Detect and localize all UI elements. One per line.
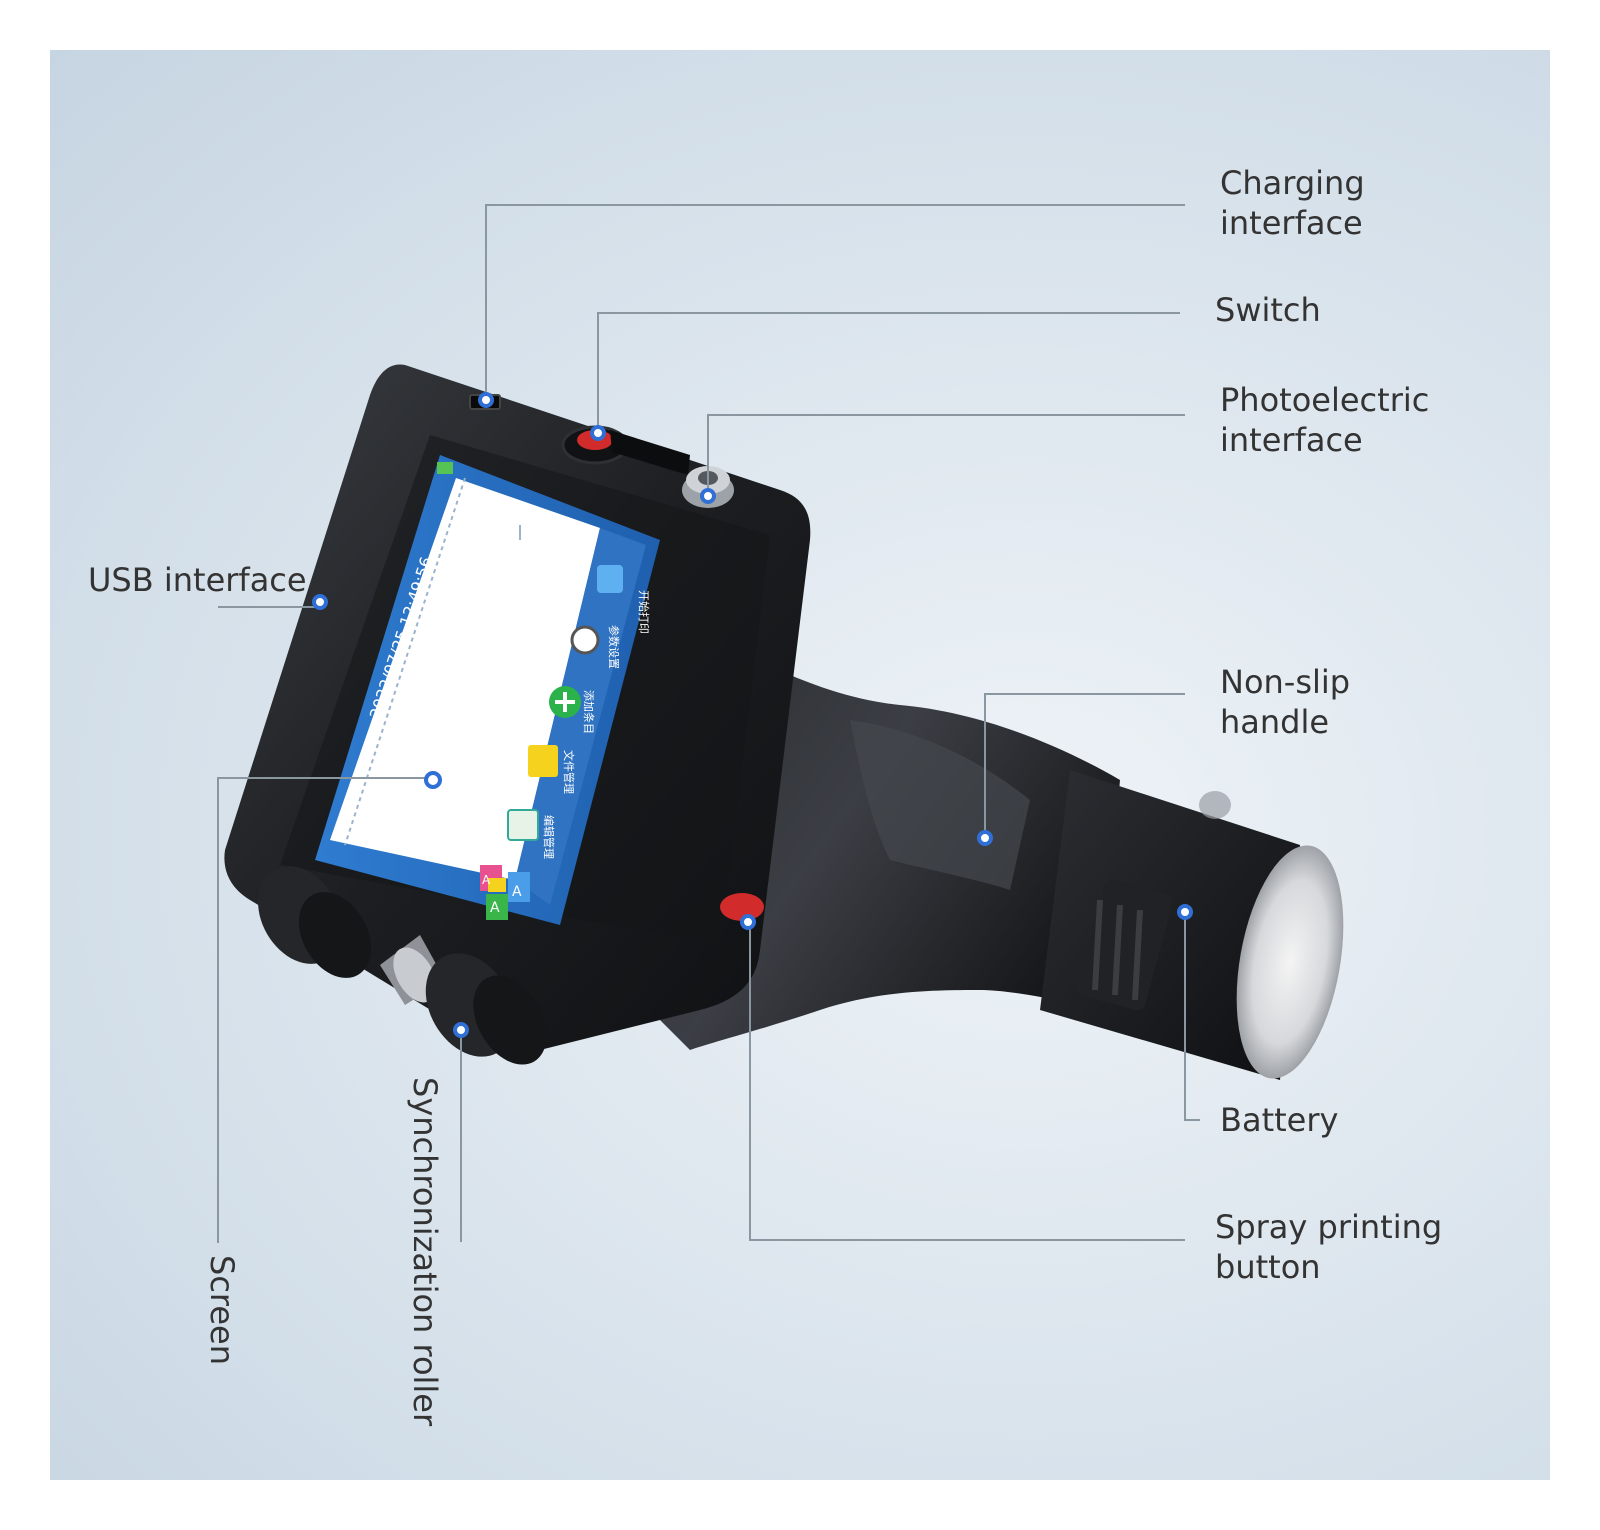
leader-charging (485, 204, 1185, 393)
leader-spray (749, 920, 1185, 1241)
battery-body (1040, 770, 1300, 1080)
label-non-slip-handle: Non-slip handle (1220, 663, 1351, 741)
leader-switch (597, 312, 1180, 430)
label-screen: Screen (203, 1255, 241, 1366)
menu-item-2: 添加条目 (582, 690, 596, 734)
label-synchronization-roller: Synchronization roller (406, 1077, 444, 1427)
menu-icon-edit (507, 809, 539, 841)
pin-screen (424, 771, 442, 789)
screen-display: 2022/07/25 12:49:56 开始打印 参数设置 添加条目 文件管理 … (315, 455, 660, 925)
menu-icon-file (528, 745, 558, 777)
menu-item-3: 文件管理 (562, 750, 576, 794)
font-buttons: A A A (480, 865, 530, 920)
label-spray-printing-button: Spray printing button (1215, 1208, 1443, 1286)
menu-item-4: 编辑管理 (542, 815, 556, 859)
menu-icon-settings (570, 625, 600, 655)
handle-grip-inset (850, 720, 1030, 890)
pin-charging (478, 392, 494, 408)
pin-switch (590, 425, 606, 441)
pins (312, 392, 1193, 1038)
menu-item-1: 参数设置 (607, 625, 621, 669)
pin-battery (1177, 904, 1193, 920)
menu-icon-print (597, 565, 623, 593)
pin-photoelectric (700, 488, 716, 504)
leader-lines (217, 204, 1200, 1243)
font-button-0: A (490, 900, 500, 916)
synchronization-rollers (258, 866, 547, 1065)
battery-end-cap (1236, 845, 1344, 1079)
pin-usb (312, 594, 328, 610)
leader-battery (1184, 915, 1200, 1121)
battery-clip (1077, 879, 1173, 1011)
label-switch: Switch (1215, 291, 1321, 329)
menu-item-0: 开始打印 (637, 590, 651, 634)
font-button-2: A (482, 873, 491, 887)
leader-screen (217, 777, 433, 1243)
label-battery: Battery (1220, 1101, 1339, 1139)
label-charging-interface: Charging interface (1220, 164, 1365, 242)
pin-spray (740, 914, 756, 930)
spray-print-trigger (720, 893, 764, 921)
pin-handle (977, 830, 993, 846)
leader-photoelectric (707, 414, 1185, 488)
font-button-1: A (512, 884, 522, 900)
screen-battery-indicator (437, 462, 453, 474)
label-usb-interface: USB interface (88, 561, 307, 599)
leader-handle (984, 693, 1185, 835)
label-photoelectric-interface: Photoelectric interface (1220, 381, 1430, 459)
pin-roller (453, 1022, 469, 1038)
